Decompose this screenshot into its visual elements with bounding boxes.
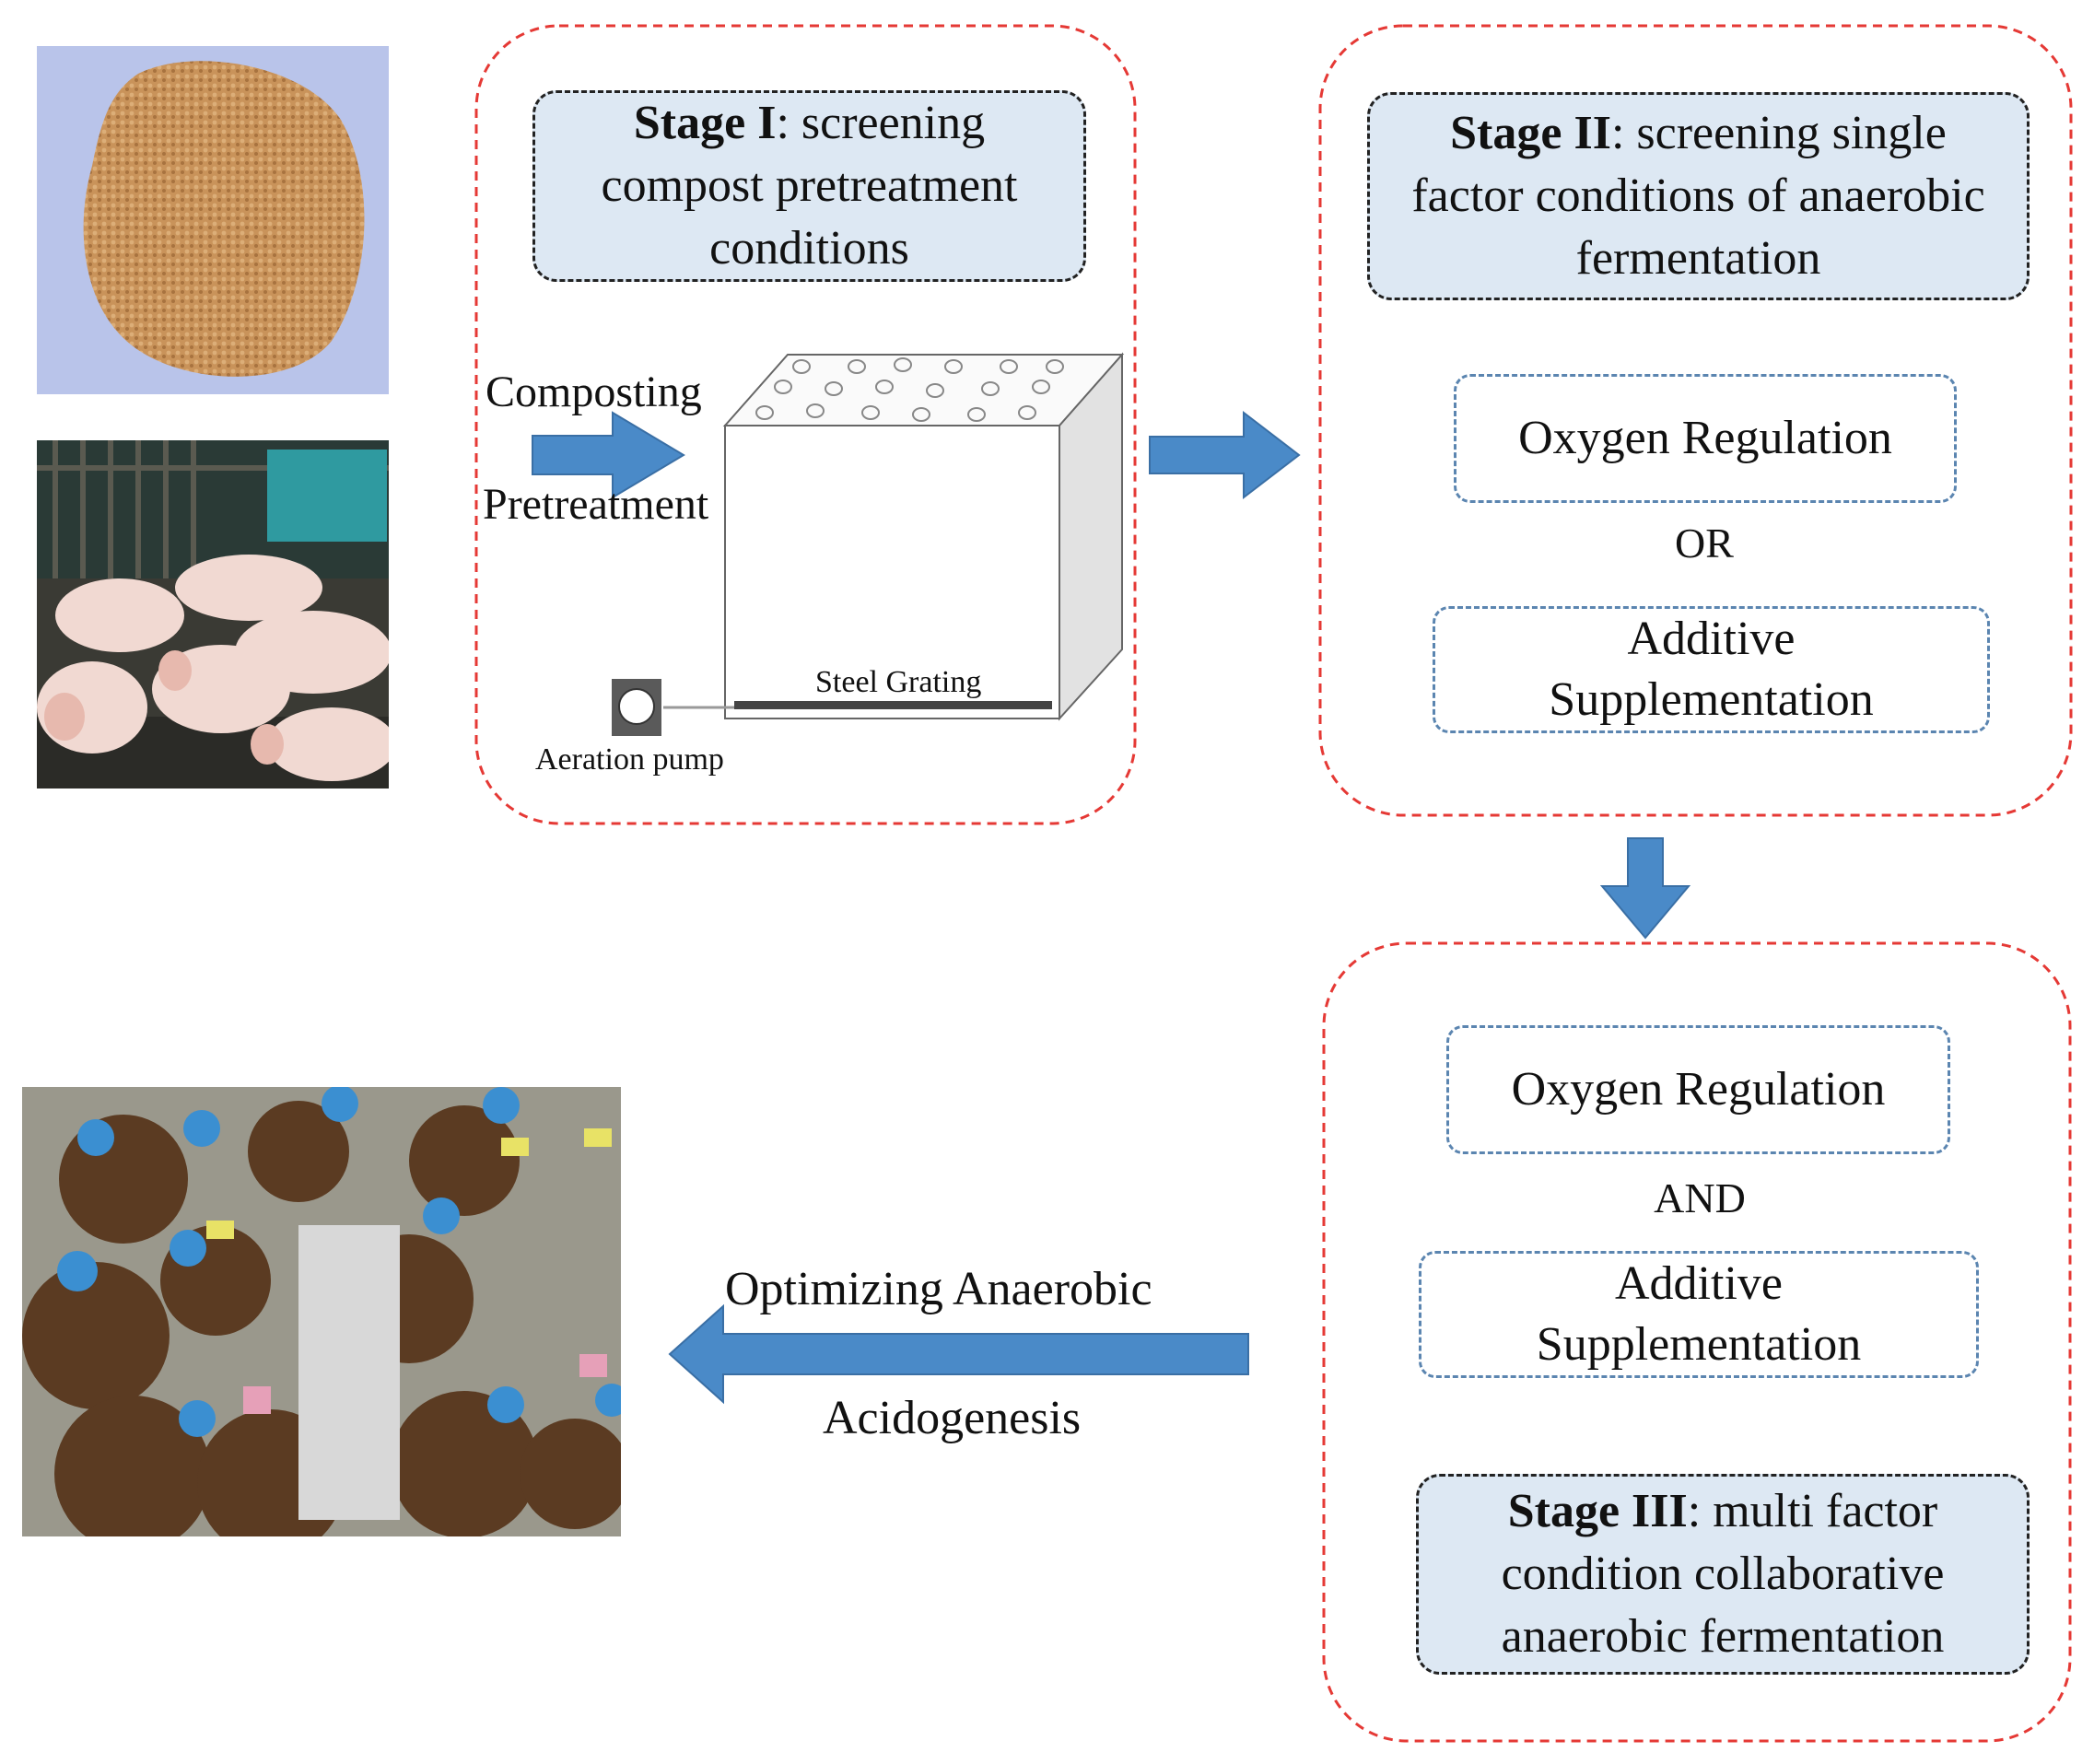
stage3-title-box: Stage III: multi factor condition collab… [1416,1474,2030,1675]
stage2-title-box: Stage II: screening single factor condit… [1367,92,2030,300]
stage2-title-bold: Stage II [1450,107,1611,159]
aeration-holes [755,357,1064,422]
fermentation-bottles-photo [22,1087,621,1536]
stage3-oxygen-regulation: Oxygen Regulation [1446,1025,1950,1154]
stage1-frame [474,24,1137,825]
steel-grating [734,701,1052,709]
aeration-pump-label: Aeration pump [535,742,724,777]
composting-arrow [532,411,685,499]
stage2-additive-supplementation: Additive Supplementation [1433,606,1990,733]
stage1-title-text: : screening compost pretreatment conditi… [601,97,1018,275]
optimizing-arrow [668,1303,1249,1405]
pig-farm-photo [37,440,389,789]
stage3-additive-supplementation: Additive Supplementation [1419,1251,1979,1378]
stage3-frame [1322,941,2072,1743]
stage2-to-stage3-arrow [1599,837,1691,940]
stage3-title-bold: Stage III [1507,1485,1688,1537]
compost-powder-photo [37,46,389,394]
stage2-frame [1318,24,2073,817]
stage1-title-box: Stage I: screening compost pretreatment … [532,90,1086,282]
stage2-or-connector: OR [1675,520,1734,567]
steel-grating-label: Steel Grating [815,665,982,699]
stage2-title-text: : screening single factor conditions of … [1411,107,1985,285]
optimizing-label: Optimizing Anaerobic [725,1263,1152,1315]
pretreatment-label: Pretreatment [483,480,709,529]
stage1-to-stage2-arrow [1149,410,1301,500]
stage1-title-bold: Stage I [633,97,777,149]
stage3-title-text: : multi factor condition collaborative a… [1501,1485,1945,1663]
stage2-oxygen-regulation: Oxygen Regulation [1454,374,1957,503]
composting-label: Composting [485,368,702,416]
acidogenesis-label: Acidogenesis [823,1392,1082,1444]
stage3-and-connector: AND [1654,1174,1746,1221]
